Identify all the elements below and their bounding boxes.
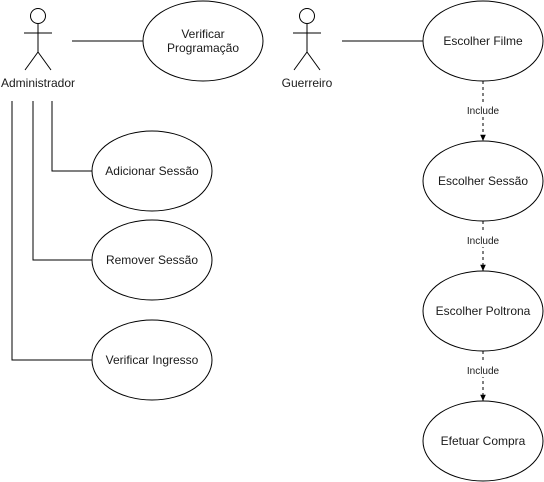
include-escolher-filme-escolher-sessao: Include (463, 81, 503, 141)
association-administrador-verificar-ingresso (11, 101, 92, 361)
use-case-label: Verificar (181, 27, 224, 41)
use-case-label: Efetuar Compra (441, 434, 526, 448)
actor-guerreiro[interactable]: Guerreiro (282, 8, 333, 91)
include-escolher-poltrona-efetuar-compra: Include (463, 351, 503, 401)
actor-administrador[interactable]: Administrador (1, 8, 75, 91)
actor-label: Guerreiro (282, 76, 333, 90)
use-case-label: Programação (167, 41, 239, 55)
association-administrador-adicionar-sessao (51, 101, 92, 172)
include-label: Include (467, 106, 500, 117)
use-case-escolher-poltrona[interactable]: Escolher Poltrona (422, 270, 544, 352)
use-case-label: Escolher Filme (443, 34, 523, 48)
use-case-verificar-ingresso[interactable]: Verificar Ingresso (91, 319, 213, 401)
include-label: Include (467, 236, 500, 247)
use-case-efetuar-compra[interactable]: Efetuar Compra (422, 400, 544, 482)
use-case-label: Verificar Ingresso (106, 353, 199, 367)
use-case-remover-sessao[interactable]: Remover Sessão (91, 219, 213, 301)
use-case-ellipse[interactable] (91, 130, 213, 212)
use-case-label: Remover Sessão (106, 253, 198, 267)
use-case-ellipse[interactable] (91, 319, 213, 401)
use-case-ellipse[interactable] (422, 0, 544, 82)
include-label: Include (467, 366, 500, 377)
include-label-bg (463, 103, 503, 117)
use-case-ellipse[interactable] (422, 270, 544, 352)
use-case-label: Escolher Poltrona (436, 304, 531, 318)
stick-figure-icon (293, 8, 321, 71)
stick-figure-icon (24, 8, 52, 71)
use-case-label: Escolher Sessão (438, 174, 528, 188)
use-case-ellipse[interactable] (422, 400, 544, 482)
association-administrador-remover-sessao (32, 101, 92, 261)
use-case-ellipse[interactable] (422, 140, 544, 222)
use-case-escolher-filme[interactable]: Escolher Filme (422, 0, 544, 82)
use-case-label: Adicionar Sessão (105, 164, 199, 178)
use-case-adicionar-sessao[interactable]: Adicionar Sessão (91, 130, 213, 212)
include-escolher-sessao-escolher-poltrona: Include (463, 221, 503, 271)
use-case-escolher-sessao[interactable]: Escolher Sessão (422, 140, 544, 222)
use-case-ellipse[interactable] (91, 219, 213, 301)
include-label-bg (463, 233, 503, 247)
actor-label: Administrador (1, 76, 75, 90)
use-case-ellipse[interactable] (142, 0, 264, 82)
include-label-bg (463, 363, 503, 377)
